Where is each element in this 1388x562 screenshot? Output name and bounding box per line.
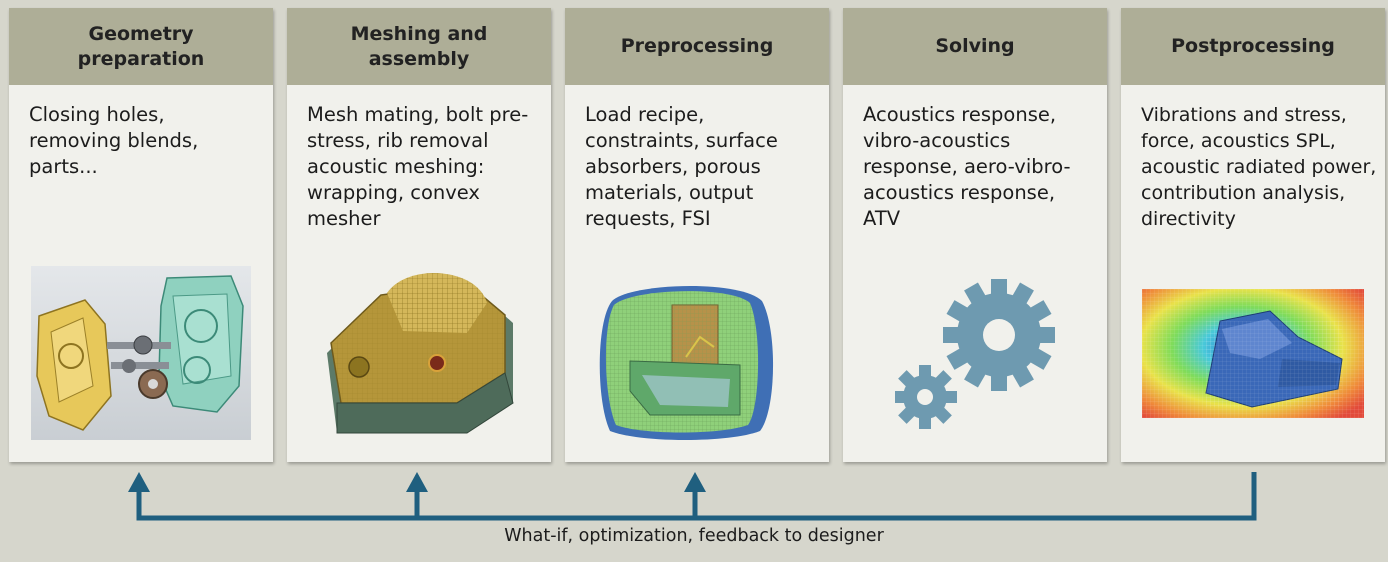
panel-solving: Solving Acoustics response, vibro-acoust… [843,8,1107,462]
arrowhead-meshing-and-assembly [406,472,428,492]
spl-contour-plot-image [1142,289,1364,418]
panel-title: Preprocessing [565,8,829,85]
gearbox-exploded-assembly-image [31,266,251,440]
panel-description: Closing holes, removing blends, parts... [29,103,199,178]
panel-description: Load recipe, constraints, surface absorb… [585,103,778,230]
panel-description: Mesh mating, bolt pre-stress, rib remova… [307,103,529,230]
arrowhead-geometry-preparation [128,472,150,492]
acoustic-cavity-mesh-image [599,285,774,440]
panel-title: Geometry preparation [9,8,273,85]
panel-description: Acoustics response, vibro-acoustics resp… [863,103,1071,230]
arrowhead-preprocessing [684,472,706,492]
feedback-label: What-if, optimization, feedback to desig… [504,526,884,546]
panel-description: Vibrations and stress, force, acoustics … [1141,104,1377,230]
panel-title: Postprocessing [1121,8,1385,85]
panel-title: Solving [843,8,1107,85]
panel-title: Meshing and assembly [287,8,551,85]
meshed-housing-image [327,272,514,434]
gears-icon [895,279,1055,429]
